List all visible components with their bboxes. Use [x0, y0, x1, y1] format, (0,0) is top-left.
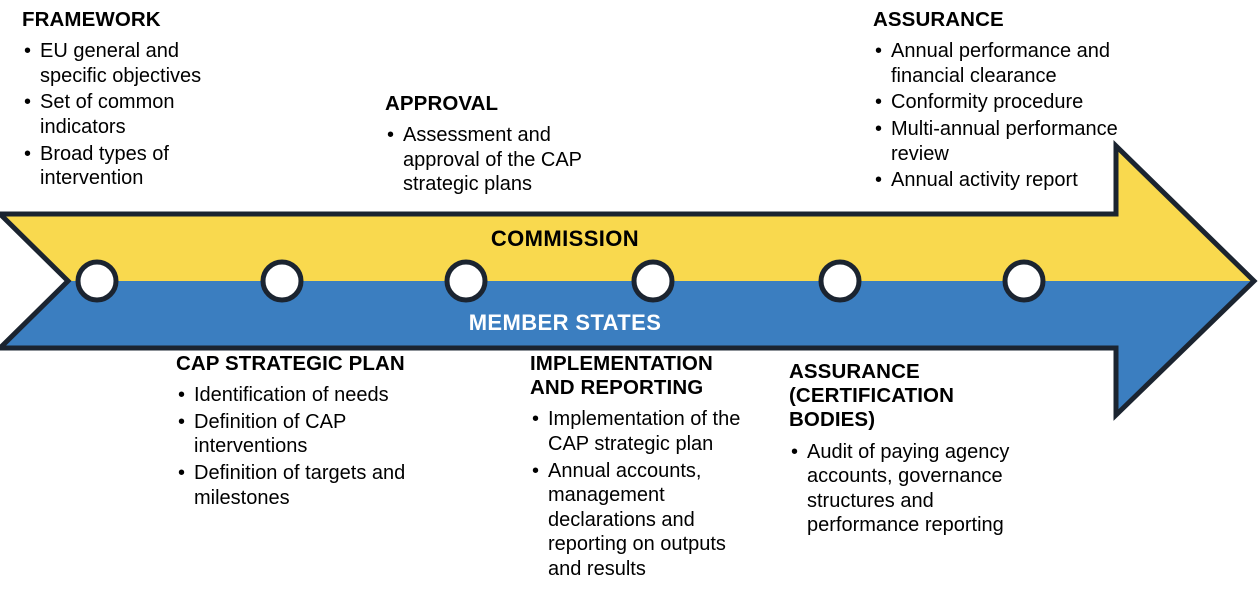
bullet-icon: •	[178, 461, 186, 484]
block-framework: FRAMEWORK • EU general and specific objec…	[22, 8, 237, 193]
list-item: • Definition of CAP interventions	[176, 410, 431, 459]
block-approval: APPROVAL • Assessment and approval of the…	[385, 92, 610, 199]
block-assurance-commission-bullets: • Annual performance and financial cleara…	[873, 39, 1128, 193]
list-item-text: Annual accounts, management declarations…	[548, 459, 726, 580]
milestone-node[interactable]	[260, 259, 304, 303]
bullet-icon: •	[532, 459, 540, 482]
list-item-text: Audit of paying agency accounts, governa…	[807, 440, 1010, 537]
bullet-icon: •	[875, 169, 883, 192]
block-implementation-and-reporting-title: IMPLEMENTATION AND REPORTING	[530, 352, 713, 400]
bullet-icon: •	[24, 91, 32, 114]
list-item: • Conformity procedure	[873, 90, 1128, 115]
bullet-icon: •	[387, 124, 395, 147]
bullet-icon: •	[532, 408, 540, 431]
list-item-text: Multi-annual performance review	[891, 117, 1118, 165]
block-assurance-certification-bodies-title: ASSURANCE (CERTIFICATION BODIES)	[789, 360, 954, 432]
list-item-text: Annual performance and financial clearan…	[891, 40, 1111, 87]
block-assurance-commission-title: ASSURANCE	[873, 8, 1004, 31]
list-item: • Broad types of intervention	[22, 142, 237, 191]
list-item-text: EU general and specific objectives	[40, 40, 202, 87]
list-item-text: Assessment and approval of the CAP strat…	[403, 124, 582, 196]
list-item-text: Definition of CAP interventions	[194, 410, 346, 458]
milestone-node[interactable]	[1002, 259, 1046, 303]
bullet-icon: •	[178, 384, 186, 407]
block-cap-strategic-plan: CAP STRATEGIC PLAN • Identification of ne…	[176, 352, 431, 512]
bullet-icon: •	[875, 91, 883, 114]
milestone-node-group	[75, 259, 1046, 303]
bullet-icon: •	[24, 40, 32, 63]
member-states-band-label: MEMBER STATES	[468, 310, 662, 335]
bullet-icon: •	[875, 117, 883, 140]
block-approval-bullets: • Assessment and approval of the CAP stra…	[385, 123, 610, 197]
list-item: • Identification of needs	[176, 383, 431, 408]
list-item: • Annual performance and financial cleara…	[873, 39, 1128, 88]
block-approval-title: APPROVAL	[385, 92, 499, 115]
milestone-node[interactable]	[818, 259, 862, 303]
list-item-text: Definition of targets and milestones	[194, 461, 406, 509]
block-implementation-and-reporting: IMPLEMENTATION AND REPORTING • Implementa…	[530, 352, 755, 584]
list-item: • Definition of targets and milestones	[176, 461, 431, 510]
milestone-node[interactable]	[631, 259, 675, 303]
list-item: • Annual accounts, management declaration…	[530, 459, 755, 582]
block-cap-strategic-plan-bullets: • Identification of needs • Definition of …	[176, 383, 431, 510]
list-item-text: Implementation of the CAP strategic plan	[548, 408, 741, 455]
list-item-text: Broad types of intervention	[40, 142, 169, 190]
block-assurance-commission: ASSURANCE • Annual performance and financ…	[873, 8, 1128, 195]
list-item: • EU general and specific objectives	[22, 39, 237, 88]
list-item: • Implementation of the CAP strategic pla…	[530, 407, 755, 456]
list-item: • Set of common indicators	[22, 90, 237, 139]
bullet-icon: •	[24, 142, 32, 165]
commission-band-label: COMMISSION	[490, 226, 640, 251]
list-item-text: Set of common indicators	[40, 91, 175, 138]
list-item-text: Identification of needs	[194, 384, 389, 407]
bullet-icon: •	[791, 440, 799, 463]
list-item: • Annual activity report	[873, 168, 1128, 193]
list-item-text: Annual activity report	[891, 169, 1078, 192]
block-assurance-certification-bodies-bullets: • Audit of paying agency accounts, govern…	[789, 440, 1039, 538]
block-implementation-and-reporting-bullets: • Implementation of the CAP strategic pla…	[530, 407, 755, 581]
list-item-text: Conformity procedure	[891, 91, 1084, 114]
block-assurance-certification-bodies: ASSURANCE (CERTIFICATION BODIES) • Audit …	[789, 360, 1039, 540]
milestone-node[interactable]	[75, 259, 119, 303]
bullet-icon: •	[875, 40, 883, 63]
block-framework-bullets: • EU general and specific objectives • Set…	[22, 39, 237, 191]
list-item: • Multi-annual performance review	[873, 117, 1128, 166]
bullet-icon: •	[178, 410, 186, 433]
milestone-node[interactable]	[444, 259, 488, 303]
list-item: • Assessment and approval of the CAP stra…	[385, 123, 610, 197]
block-cap-strategic-plan-title: CAP STRATEGIC PLAN	[176, 352, 405, 375]
block-framework-title: FRAMEWORK	[22, 8, 161, 31]
list-item: • Audit of paying agency accounts, govern…	[789, 440, 1039, 538]
